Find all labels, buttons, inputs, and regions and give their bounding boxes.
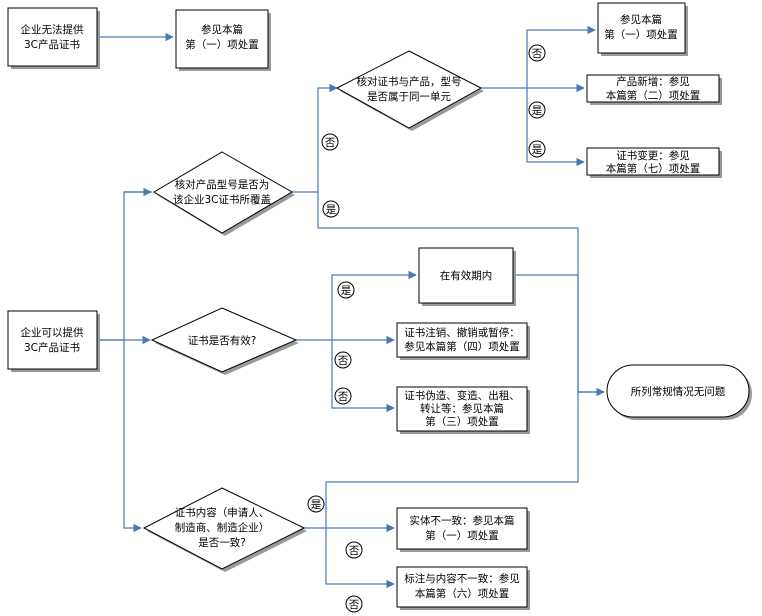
no-cert-line-1: 企业无法提供 <box>21 23 84 36</box>
tag-yes-content: 是 <box>307 495 325 513</box>
tag-no-content-label: 否 <box>345 595 363 613</box>
entity-mismatch-line-1: 实体不一致：参见本篇 <box>410 514 515 527</box>
edge-content-yes <box>325 392 579 528</box>
tag-no-valid-revoked: 否 <box>334 351 352 369</box>
tag-no-text: 否 <box>325 137 336 149</box>
entity-mismatch-line-2: 第（一）项处置 <box>425 529 499 542</box>
content-question-line-2: 制造商、制造企业） <box>175 521 270 534</box>
no-problem-text: 所列常规情况无问题 <box>631 385 726 398</box>
can-provide-line-2: 3C产品证书 <box>24 341 80 354</box>
edge-model-to-unit <box>292 83 338 193</box>
revoked-line-2: 参见本篇第（四）项处置 <box>404 340 520 353</box>
verify-model-line-2: 该企业3C证书所覆盖 <box>173 193 272 206</box>
tag-yes-valid: 是 <box>337 281 355 299</box>
node-verify-unit: 核对证书与产品，型号 是否属于同一单元 <box>335 50 484 131</box>
tag-yes-model: 是 <box>322 200 340 218</box>
tag-no-text: 否 <box>338 355 349 367</box>
tag-yes-text: 是 <box>532 105 543 117</box>
tag-yes-unit-new: 是 <box>528 101 546 119</box>
node-cert-change: 证书变更：参见 本篇第（七）项处置 <box>586 147 722 178</box>
node-valid-question: 证书是否有效? <box>150 307 299 375</box>
node-can-provide: 企业可以提供 3C产品证书 <box>7 310 100 372</box>
in-period-text: 在有效期内 <box>440 269 493 282</box>
edge-trunk <box>97 191 152 341</box>
node-new-product: 产品新增：参见 本篇第（二）项处置 <box>586 74 722 105</box>
tag-yes-text: 是 <box>311 499 322 511</box>
forged-line-2: 转让等：参见本篇 <box>420 402 504 415</box>
verify-unit-line-1: 核对证书与产品，型号 <box>357 75 462 88</box>
content-question-line-1: 证书内容（申请人、 <box>175 506 270 519</box>
node-ref-1-top: 参见本篇 第（一）项处置 <box>175 9 271 71</box>
forged-line-1: 证书伪造、变造、出租、 <box>404 389 520 402</box>
edge-content-to-label <box>325 528 395 589</box>
ref-1-top-line-1: 参见本篇 <box>201 23 243 36</box>
edges <box>97 25 605 589</box>
label-mismatch-line-2: 本篇第（六）项处置 <box>415 587 510 600</box>
content-question-line-3: 是否一致? <box>198 536 246 549</box>
node-entity-mismatch: 实体不一致：参见本篇 第（一）项处置 <box>396 507 530 552</box>
new-product-line-2: 本篇第（二）项处置 <box>606 89 701 102</box>
node-no-cert: 企业无法提供 3C产品证书 <box>7 7 100 69</box>
can-provide-line-1: 企业可以提供 <box>21 326 84 339</box>
tag-no-model: 否 <box>321 133 339 151</box>
edge-unit-to-change <box>526 88 585 167</box>
node-no-problem: 所列常规情况无问题 <box>606 364 752 420</box>
ref-1-right-line-1: 参见本篇 <box>620 13 662 26</box>
ref-1-right-line-2: 第（一）项处置 <box>604 28 678 41</box>
tag-yes-text: 是 <box>532 144 543 156</box>
node-content-question: 证书内容（申请人、 制造商、制造企业） 是否一致? <box>142 487 307 572</box>
tag-no-unit-ref1: 否 <box>528 44 546 62</box>
label-mismatch-line-1: 标注与内容不一致：参见 <box>404 572 520 585</box>
tag-no-text: 否 <box>532 48 543 60</box>
revoked-line-1: 证书注销、撤销或暂停： <box>404 326 520 339</box>
edge-valid-to-forged <box>331 340 395 413</box>
forged-line-3: 第（三）项处置 <box>425 415 499 428</box>
tag-no-content-entity: 否 <box>345 541 363 559</box>
node-forged: 证书伪造、变造、出租、 转让等：参见本篇 第（三）项处置 <box>396 386 530 434</box>
valid-question-text: 证书是否有效? <box>188 334 257 347</box>
verify-model-line-1: 核对产品型号是否为 <box>175 178 270 191</box>
edge-trunk-to-content <box>123 340 142 533</box>
verify-unit-line-2: 是否属于同一单元 <box>367 91 451 103</box>
edge-unit-branches <box>481 25 596 89</box>
node-in-period: 在有效期内 <box>418 247 516 306</box>
tag-no-text: 否 <box>349 599 360 611</box>
no-cert-line-2: 3C产品证书 <box>24 38 80 51</box>
tag-yes-text: 是 <box>326 204 337 216</box>
tag-yes-text: 是 <box>341 285 352 297</box>
new-product-line-1: 产品新增：参见 <box>616 75 690 88</box>
node-label-mismatch: 标注与内容不一致：参见 本篇第（六）项处置 <box>396 566 530 610</box>
node-ref-1-right: 参见本篇 第（一）项处置 <box>597 2 688 56</box>
node-revoked: 证书注销、撤销或暂停： 参见本篇第（四）项处置 <box>396 322 530 360</box>
edge-valid-to-period <box>331 270 417 340</box>
tag-yes-unit-change: 是 <box>528 140 546 158</box>
ref-1-top-line-2: 第（一）项处置 <box>185 38 259 51</box>
tag-no-valid-forged: 否 <box>334 387 352 405</box>
tag-no-text: 否 <box>338 391 349 403</box>
node-verify-model: 核对产品型号是否为 该企业3C证书所覆盖 <box>153 151 295 236</box>
cert-change-line-1: 证书变更：参见 <box>616 149 690 162</box>
edge-period-to-noproblem <box>513 274 605 397</box>
cert-change-line-2: 本篇第（七）项处置 <box>606 162 701 175</box>
tag-no-text: 否 <box>349 545 360 557</box>
